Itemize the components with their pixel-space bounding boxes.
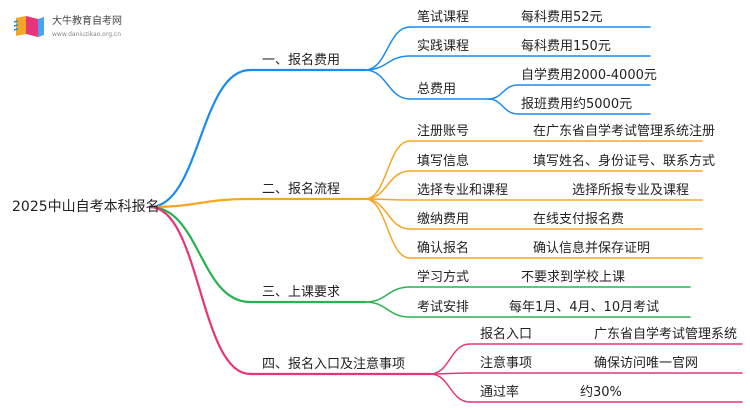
process-item-4-line <box>364 198 411 259</box>
process-major-value: 选择所报专业及课程 <box>572 183 690 198</box>
process-register-label: 注册账号 <box>417 124 470 139</box>
fees-practice-label: 实践课程 <box>417 39 470 54</box>
book-logo-icon <box>12 14 48 40</box>
fees-written-label: 笔试课程 <box>417 10 470 25</box>
fees-practice-value: 每科费用150元 <box>521 39 611 54</box>
process-register-value: 在广东省自学考试管理系统注册 <box>533 124 716 139</box>
branch-fees: 一、报名费用 <box>262 53 341 68</box>
process-pay-value: 在线支付报名费 <box>533 212 625 227</box>
entry-item-2-line <box>429 373 471 403</box>
fees-total-self-study: 自学费用2000-4000元 <box>521 68 657 83</box>
process-confirm-value: 确认信息并保存证明 <box>533 241 651 256</box>
fees-total-class: 报班费用约5000元 <box>521 97 633 112</box>
notes-label: 注意事项 <box>480 356 533 371</box>
fees-total-sub-1-line <box>487 98 519 115</box>
process-item-1-line <box>364 170 411 200</box>
root-to-process-line <box>148 197 252 209</box>
branch-class-requirements: 三、上课要求 <box>262 285 341 300</box>
root-topic: 2025中山自考本科报名 <box>12 199 160 215</box>
notes-value: 确保访问唯一官网 <box>594 356 699 371</box>
process-major-label: 选择专业和课程 <box>417 183 509 198</box>
class-mode-value: 不要求到学校上课 <box>521 270 626 285</box>
entry-value: 广东省自学考试管理系统 <box>594 327 738 342</box>
class-item-1-line <box>364 301 411 318</box>
pass-rate-label: 通过率 <box>480 385 520 400</box>
branch-entry-notes: 四、报名入口及注意事项 <box>262 357 406 372</box>
branch-process: 二、报名流程 <box>262 182 341 197</box>
fees-item-1-line <box>364 55 411 71</box>
entry-item-0-line <box>429 343 471 375</box>
exam-schedule-value: 每年1月、4月、10月考试 <box>509 300 660 315</box>
entry-label: 报名入口 <box>480 327 533 342</box>
process-confirm-label: 确认报名 <box>417 241 470 256</box>
process-info-value: 填写姓名、身份证号、联系方式 <box>533 154 716 169</box>
pass-rate-value: 约30% <box>580 385 622 400</box>
process-item-0-line <box>364 140 411 200</box>
fees-item-2-line <box>364 69 411 100</box>
fees-total-sub-0-line <box>487 84 519 100</box>
root-to-fees-line <box>148 68 252 209</box>
brand-url: www.daniuzikao.org.cn <box>52 31 122 38</box>
fees-written-value: 每科费用52元 <box>521 10 603 25</box>
fees-item-0-line <box>364 26 411 71</box>
class-item-0-line <box>364 286 411 303</box>
class-mode-label: 学习方式 <box>417 270 470 285</box>
process-item-3-line <box>364 198 411 230</box>
process-pay-label: 缴纳费用 <box>417 212 470 227</box>
fees-total-label: 总费用 <box>417 82 457 97</box>
root-to-entry-line <box>148 205 252 376</box>
process-info-label: 填写信息 <box>417 154 470 169</box>
exam-schedule-label: 考试安排 <box>417 300 470 315</box>
brand-name: 大牛教育自考网 <box>52 16 122 27</box>
root-to-class-line <box>148 205 252 304</box>
